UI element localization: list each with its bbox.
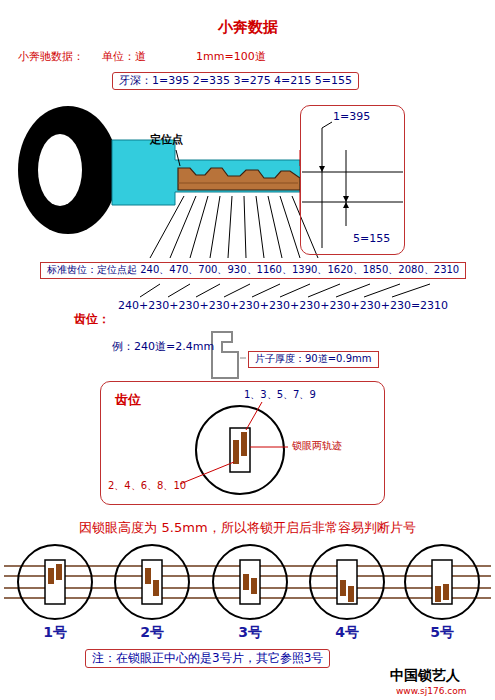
dimension-line xyxy=(302,202,403,203)
dimension-arrow xyxy=(319,166,349,208)
box-text: 标准齿位：定位点起 240、470、700、930、1160、1390、1620… xyxy=(47,264,459,277)
anchor-label: 定位点 xyxy=(150,133,183,147)
dimension-line xyxy=(346,150,347,226)
leader-line xyxy=(180,462,234,484)
depth-box: 牙深：1=395 2=335 3=275 4=215 5=155 xyxy=(112,72,359,90)
panel-title: 齿位 xyxy=(115,392,141,408)
leader-line xyxy=(176,150,180,166)
thickness-box: 片子厚度：90道=0.9mm xyxy=(248,351,379,368)
wafer-circle: 1号 xyxy=(17,544,93,620)
circle-outline xyxy=(18,545,92,619)
keyway xyxy=(230,428,250,472)
position-label: 2、4、6、8、10 xyxy=(108,480,186,493)
wafer-circle: 5号 xyxy=(404,544,480,620)
note-heading: 因锁眼高度为 5.5mm，所以将锁开启后非常容易判断片号 xyxy=(79,520,415,536)
sum-formula: 240+230+230+230+230+230+230+230+230+230=… xyxy=(118,299,448,313)
leader-line xyxy=(250,447,288,448)
position-box: 标准齿位：定位点起 240、470、700、930、1160、1390、1620… xyxy=(40,262,466,279)
sum-leaders xyxy=(140,284,430,297)
wafer-number: 3号 xyxy=(238,624,262,642)
box-text: 注：在锁眼正中心的是3号片，其它参照3号 xyxy=(92,651,323,666)
track-label: 锁眼两轨迹 xyxy=(292,440,342,453)
key-groove xyxy=(178,183,298,184)
diagram-title: 小奔数据 xyxy=(218,18,278,37)
box-text: 牙深：1=395 2=335 3=275 4=215 5=155 xyxy=(119,74,352,88)
circle-outline xyxy=(213,545,287,619)
leader-line xyxy=(240,358,246,359)
wafer-track xyxy=(233,440,239,464)
unit-label: 1mm=100道 xyxy=(196,50,266,64)
wafer-circle: 2号 xyxy=(114,544,190,620)
dimension-line xyxy=(322,128,323,248)
wafer-circle: 3号 xyxy=(212,544,288,620)
wafer-circle: 4号 xyxy=(309,544,385,620)
watermark: 中国锁艺人 xyxy=(390,667,460,685)
box-text: 片子厚度：90道=0.9mm xyxy=(255,353,372,366)
wafer-keyways xyxy=(45,560,452,604)
leader-line xyxy=(322,122,332,128)
section-label: 齿位： xyxy=(74,312,110,327)
example-note: 例：240道=2.4mm xyxy=(112,340,214,354)
depth-value: 1=395 xyxy=(333,110,370,124)
key-hole xyxy=(38,134,82,206)
depth-callout: 1=395 5=155 xyxy=(300,105,405,255)
circle-outline xyxy=(309,544,385,620)
wafer-number: 4号 xyxy=(335,624,359,642)
dimension-line xyxy=(302,172,403,173)
circle-outline xyxy=(115,545,189,619)
unit-label: 单位：道 xyxy=(102,50,146,64)
wafer-number: 2号 xyxy=(140,624,164,642)
circle-outline xyxy=(405,545,479,619)
depth-value: 5=155 xyxy=(353,232,390,246)
circle-outline xyxy=(114,544,190,620)
circle-outline xyxy=(404,544,480,620)
leader-line xyxy=(246,402,262,430)
wafer-number: 1号 xyxy=(43,624,67,642)
header-label: 小奔驰数据： xyxy=(18,50,84,64)
position-leaders xyxy=(150,196,318,258)
keyway-circle xyxy=(196,406,284,494)
position-panel: 齿位 xyxy=(100,381,385,505)
position-label: 1、3、5、7、9 xyxy=(244,389,316,402)
circle-outline xyxy=(17,544,93,620)
circle-outline xyxy=(310,545,384,619)
key-blade xyxy=(178,168,300,190)
note-box: 注：在锁眼正中心的是3号片，其它参照3号 xyxy=(85,649,330,668)
wafer-section xyxy=(212,332,238,378)
wafer-number: 5号 xyxy=(430,624,454,642)
watermark-url: www.sj176.com xyxy=(396,686,467,697)
key-ring xyxy=(18,106,118,234)
key-shank xyxy=(112,140,300,205)
wafer-track xyxy=(241,432,247,456)
circle-outline xyxy=(212,544,288,620)
